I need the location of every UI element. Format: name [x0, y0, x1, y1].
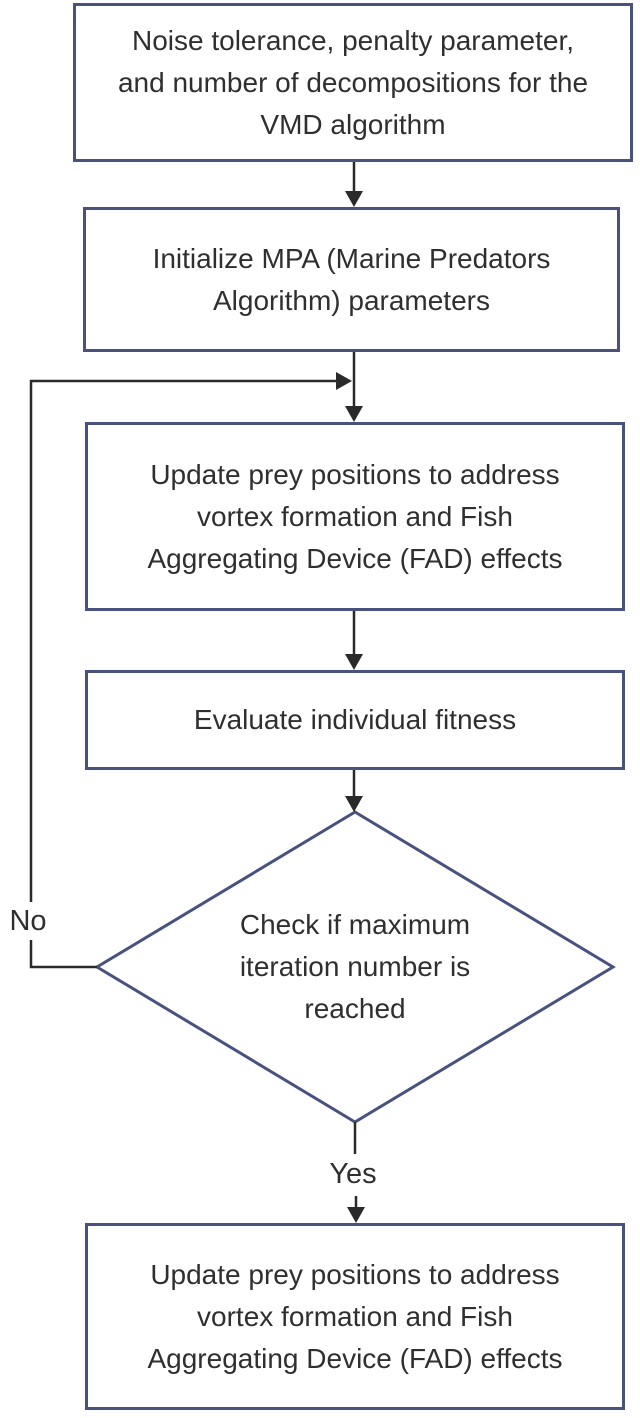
arrowhead-no-loop [336, 372, 352, 390]
arrowhead-evaluate-to-check [345, 796, 363, 812]
arrowhead-yes-to-final [347, 1207, 365, 1223]
arrowhead-init-to-update [345, 406, 363, 422]
edge-no-loop [29, 379, 336, 969]
node-update-prey-positions-final: Update prey positions to address vortex … [85, 1223, 625, 1410]
decision-check-max-iteration-label: Check if maximum iteration number is rea… [239, 909, 471, 1024]
arrowhead-vmd-to-init [345, 191, 363, 207]
arrowhead-update-to-evaluate [345, 654, 363, 670]
edge-label-yes: Yes [318, 1155, 388, 1193]
node-update-prey-positions-loop: Update prey positions to address vortex … [85, 422, 625, 611]
node-vmd-inputs: Noise tolerance, penalty parameter, and … [73, 3, 633, 162]
edge-label-no: No [4, 902, 52, 940]
node-evaluate-individual-fitness: Evaluate individual fitness [85, 670, 625, 770]
node-initialize-mpa: Initialize MPA (Marine Predators Algorit… [83, 207, 620, 352]
